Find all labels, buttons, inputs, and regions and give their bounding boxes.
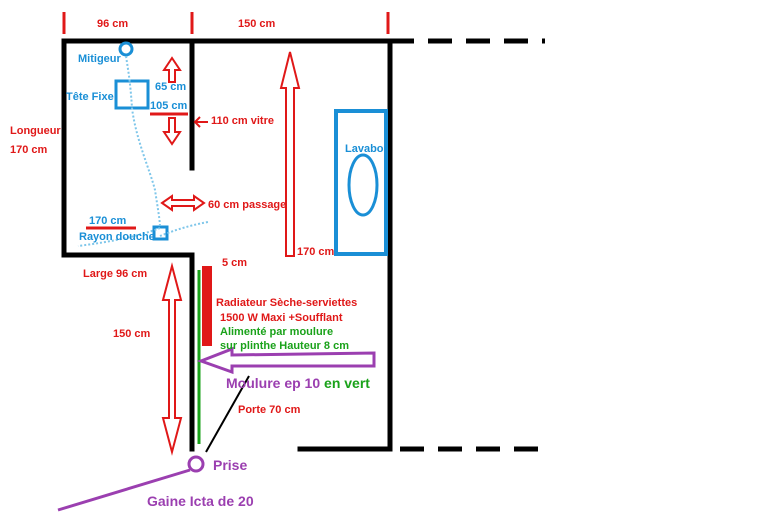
radiator-line1: Radiateur Sèche-serviettes	[216, 297, 357, 309]
lower-height-arrow	[161, 262, 183, 456]
dimension-ticks	[62, 12, 390, 34]
glass-down-arrow	[162, 117, 182, 146]
shower-width-label: Large 96 cm	[83, 268, 147, 280]
gap-label: 5 cm	[222, 257, 247, 269]
shower-radius-label: 170 cm	[89, 215, 127, 227]
dim-top-left: 96 cm	[97, 18, 128, 30]
lavabo-label: Lavabo	[345, 143, 384, 155]
gaine-label: Gaine Icta de 20	[147, 493, 254, 509]
door-icon	[205, 375, 250, 453]
moulure-arrow	[196, 346, 376, 375]
radiator-line3: Alimenté par moulure	[220, 326, 333, 338]
corridor-arrow	[279, 51, 301, 257]
dashed-wall-extensions	[390, 38, 545, 452]
walls	[61, 38, 393, 452]
fixtures	[114, 41, 388, 256]
length-label-line2: 170 cm	[10, 144, 48, 156]
moulure-label-main: Moulure ep 10	[226, 375, 324, 391]
lavabo-frame	[334, 109, 388, 256]
rayon-douche-icon	[152, 225, 169, 241]
dimension-arrows	[160, 51, 301, 456]
shower-pipe	[77, 55, 209, 247]
mitigeur-icon	[118, 41, 134, 57]
passage-label: 60 cm passage	[208, 199, 286, 211]
lower-height-label: 150 cm	[113, 328, 151, 340]
prise-icon	[187, 455, 205, 473]
moulure-label-color: en vert	[324, 375, 370, 391]
length-label-line1: Longueur	[10, 125, 61, 137]
prise-label: Prise	[213, 457, 247, 473]
radiator-icon	[202, 266, 212, 346]
corridor-length-label: 170 cm	[297, 246, 335, 258]
glass-wall-pointer	[193, 116, 208, 128]
radiator-line4: sur plinthe Hauteur 8 cm	[220, 340, 349, 352]
passage-arrow	[160, 194, 206, 212]
lavabo-basin-icon	[347, 153, 379, 217]
door-label: Porte 70 cm	[238, 404, 301, 416]
radiator-line2: 1500 W Maxi +Soufflant	[220, 312, 343, 324]
gaine-line	[57, 468, 191, 512]
shower-head-h2-label: 105 cm	[150, 100, 188, 112]
tete-fixe-label: Tête Fixe	[66, 91, 114, 103]
shower-head-h1-label: 65 cm	[155, 81, 186, 93]
moulure-label: Moulure ep 10 en vert	[226, 375, 370, 391]
shower-enclosure-wall	[61, 38, 195, 452]
mitigeur-label: Mitigeur	[78, 53, 121, 65]
glass-wall-label: 110 cm vitre	[211, 115, 274, 127]
dim-top-right: 150 cm	[238, 18, 276, 30]
rayon-douche-label: Rayon douche	[79, 231, 155, 243]
glass-up-arrow	[162, 56, 182, 83]
